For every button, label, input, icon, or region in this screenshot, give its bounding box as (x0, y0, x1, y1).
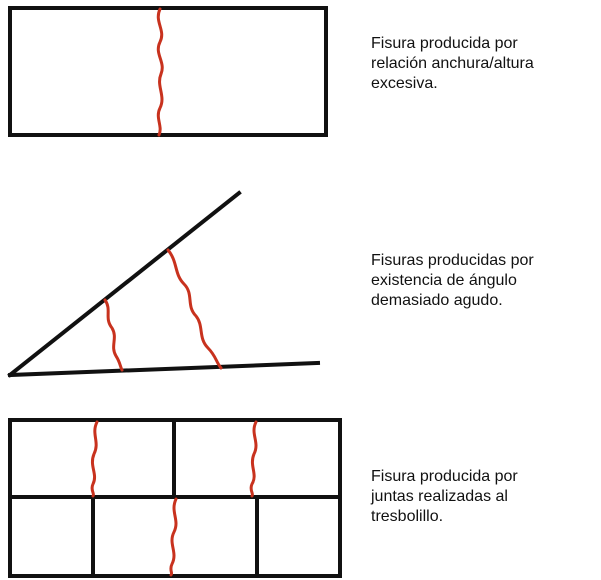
crack-top-right (249, 420, 258, 498)
caption-line: juntas realizadas al (371, 488, 508, 505)
wall-outline (8, 6, 328, 137)
crack-bottom-center (169, 497, 178, 577)
staggered-joints-crack-diagram (8, 418, 342, 578)
acute-angle-crack-diagram (7, 190, 321, 378)
caption-staggered-joints: Fisura producida por juntas realizadas a… (371, 467, 599, 527)
vertical-crack (156, 7, 164, 137)
caption-line: tresbolillo. (371, 508, 444, 525)
caption-line: demasiado agudo. (371, 292, 503, 309)
crack-top-left (90, 420, 99, 498)
short-crack (103, 298, 124, 372)
caption-line: existencia de ángulo (371, 272, 517, 289)
upper-wall-line (7, 190, 242, 378)
panel-staggered-joints: Fisura producida por juntas realizadas a… (0, 410, 601, 580)
rectangle-crack-diagram (8, 6, 328, 137)
caption-line: Fisura producida por (371, 35, 518, 52)
long-crack (166, 248, 223, 370)
caption-line: Fisura producida por (371, 468, 518, 485)
caption-aspect-ratio: Fisura producida por relación anchura/al… (371, 34, 599, 94)
caption-acute-angle: Fisuras producidas por existencia de áng… (371, 251, 599, 311)
panel-aspect-ratio: Fisura producida por relación anchura/al… (0, 0, 601, 150)
panel-acute-angle: Fisuras producidas por existencia de áng… (0, 180, 601, 390)
caption-line: Fisuras producidas por (371, 252, 534, 269)
caption-line: relación anchura/altura (371, 55, 534, 72)
caption-line: excesiva. (371, 75, 438, 92)
lower-wall-line (7, 360, 321, 378)
